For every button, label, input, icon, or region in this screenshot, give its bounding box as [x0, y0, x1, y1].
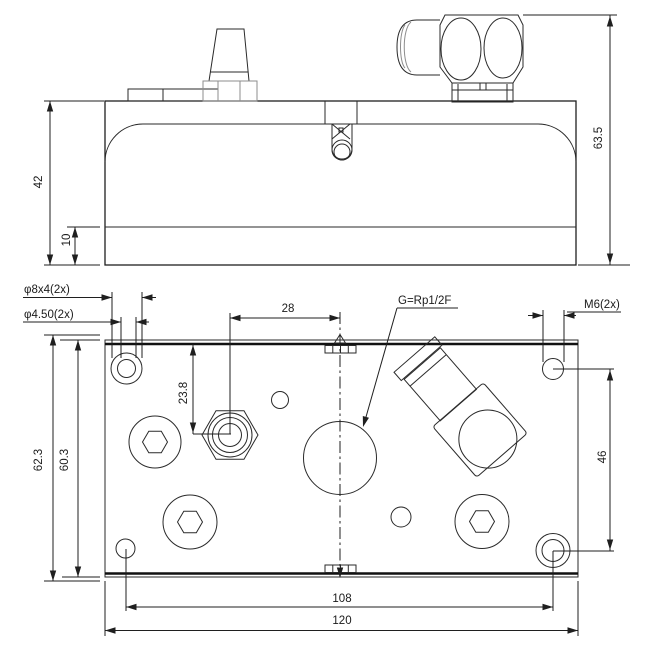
dim-60-3-label: 60.3 — [59, 449, 71, 471]
socket-screw-1 — [128, 415, 182, 469]
dim-28-label: 28 — [282, 303, 295, 315]
dim-10-label: 10 — [61, 234, 73, 247]
dim-60-3: 60.3 — [59, 339, 100, 578]
socket-screw-2 — [162, 494, 218, 550]
dim-62-3: 62.3 — [33, 334, 100, 582]
dim-63-5: 63.5 — [523, 14, 630, 266]
dim-42-label: 42 — [33, 176, 45, 189]
callout-port-thread: G=Rp1/2F — [359, 295, 458, 428]
cover-right-fillet — [537, 123, 577, 163]
mounting-plate — [104, 339, 579, 578]
elbow-fitting-plan — [393, 336, 527, 477]
bottom-view: 62.3 60.3 φ8x4(2x) φ4.50(2x) — [23, 284, 621, 636]
top-plate-left — [127, 88, 164, 102]
fitting-tube — [396, 19, 440, 76]
dim-46-label: 46 — [597, 451, 609, 464]
dim-108: 108 — [125, 549, 554, 611]
dim-63-5-label: 63.5 — [593, 127, 605, 149]
dim-46: 46 — [553, 368, 614, 552]
top-plate-right — [162, 88, 219, 102]
callout-mounting-thread: M6(2x) — [528, 299, 621, 362]
counterbore-hole-top-left — [110, 352, 143, 385]
callout-through-hole: φ4.50(2x) — [23, 309, 149, 358]
dim-10: 10 — [61, 226, 100, 265]
cover-left-fillet — [104, 123, 144, 163]
callout-mounting-thread-label: M6(2x) — [584, 299, 620, 311]
callout-port-thread-label: G=Rp1/2F — [398, 295, 451, 307]
fitting-stem — [451, 82, 514, 103]
callout-counterbore: φ8x4(2x) — [23, 284, 156, 358]
dim-42: 42 — [33, 100, 104, 266]
port-boss-section — [324, 101, 358, 161]
callout-counterbore-label: φ8x4(2x) — [24, 284, 70, 296]
dim-120-label: 120 — [332, 615, 351, 627]
dim-108-label: 108 — [332, 593, 351, 605]
socket-screw-3 — [454, 494, 510, 549]
dim-62-3-label: 62.3 — [33, 449, 45, 471]
small-hole-1 — [271, 391, 289, 409]
dim-120: 120 — [104, 581, 579, 636]
side-view: 42 10 63.5 — [33, 14, 630, 266]
dim-28: 28 — [229, 303, 340, 434]
small-hole-2 — [390, 506, 412, 528]
body-outline — [104, 100, 577, 266]
elbow-fitting-side — [396, 14, 524, 103]
dim-23-8: 23.8 — [178, 344, 231, 435]
callout-through-hole-label: φ4.50(2x) — [24, 309, 74, 321]
g-port-circle — [303, 421, 377, 495]
dim-23-8-label: 23.8 — [178, 382, 190, 404]
muffler-silencer — [202, 28, 258, 102]
